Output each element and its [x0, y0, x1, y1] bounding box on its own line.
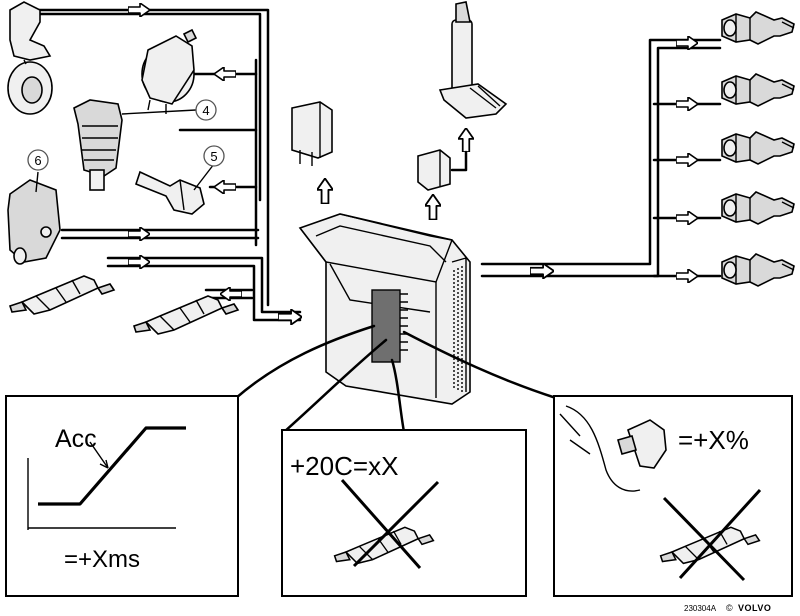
- temperature-correction-label: +20C=xX: [290, 451, 398, 481]
- sensor-round: [141, 28, 198, 114]
- throttle-percent-label: =+X%: [678, 425, 749, 455]
- fuel-injector-5: [721, 253, 795, 287]
- ecu-connector-pins: [453, 266, 463, 392]
- callout-label-5: 5: [210, 149, 217, 164]
- panel-temperature: [281, 429, 527, 597]
- sensor-4: [73, 99, 123, 191]
- footer-credit: 230304A © VOLVO: [684, 603, 771, 613]
- image-code: 230304A: [684, 604, 717, 613]
- volvo-logo: VOLVO: [738, 603, 771, 613]
- callout-label-4: 4: [202, 103, 209, 118]
- panel-throttle: [553, 395, 793, 597]
- sensor-5: [135, 170, 205, 215]
- relay-main: [291, 101, 333, 166]
- callout-6: [27, 149, 49, 171]
- callout-label-6: 6: [34, 153, 41, 168]
- ecu-control-module: [298, 213, 471, 405]
- ecu-memory-chip: [371, 289, 401, 363]
- copyright-symbol: ©: [726, 603, 733, 613]
- callout-4: [195, 99, 217, 121]
- acc-time-value: =+Xms: [64, 546, 140, 573]
- fuel-injector-2: [721, 73, 795, 107]
- sensor-6: [7, 179, 61, 265]
- fuel-pump: [438, 1, 508, 119]
- acc-curve-label: Acc: [55, 425, 97, 453]
- fuel-injector-1: [721, 11, 795, 45]
- callout-5: [203, 145, 225, 167]
- relay-fuel-pump: [417, 149, 451, 191]
- panel-connectors: [234, 324, 558, 434]
- fuel-injector-3: [721, 131, 795, 165]
- lambda-sensor-left: [9, 275, 115, 315]
- fuel-injector-4: [721, 191, 795, 225]
- panel-acceleration: [5, 395, 239, 597]
- sensor-top-left: [7, 1, 53, 115]
- lambda-sensor-right: [133, 295, 239, 335]
